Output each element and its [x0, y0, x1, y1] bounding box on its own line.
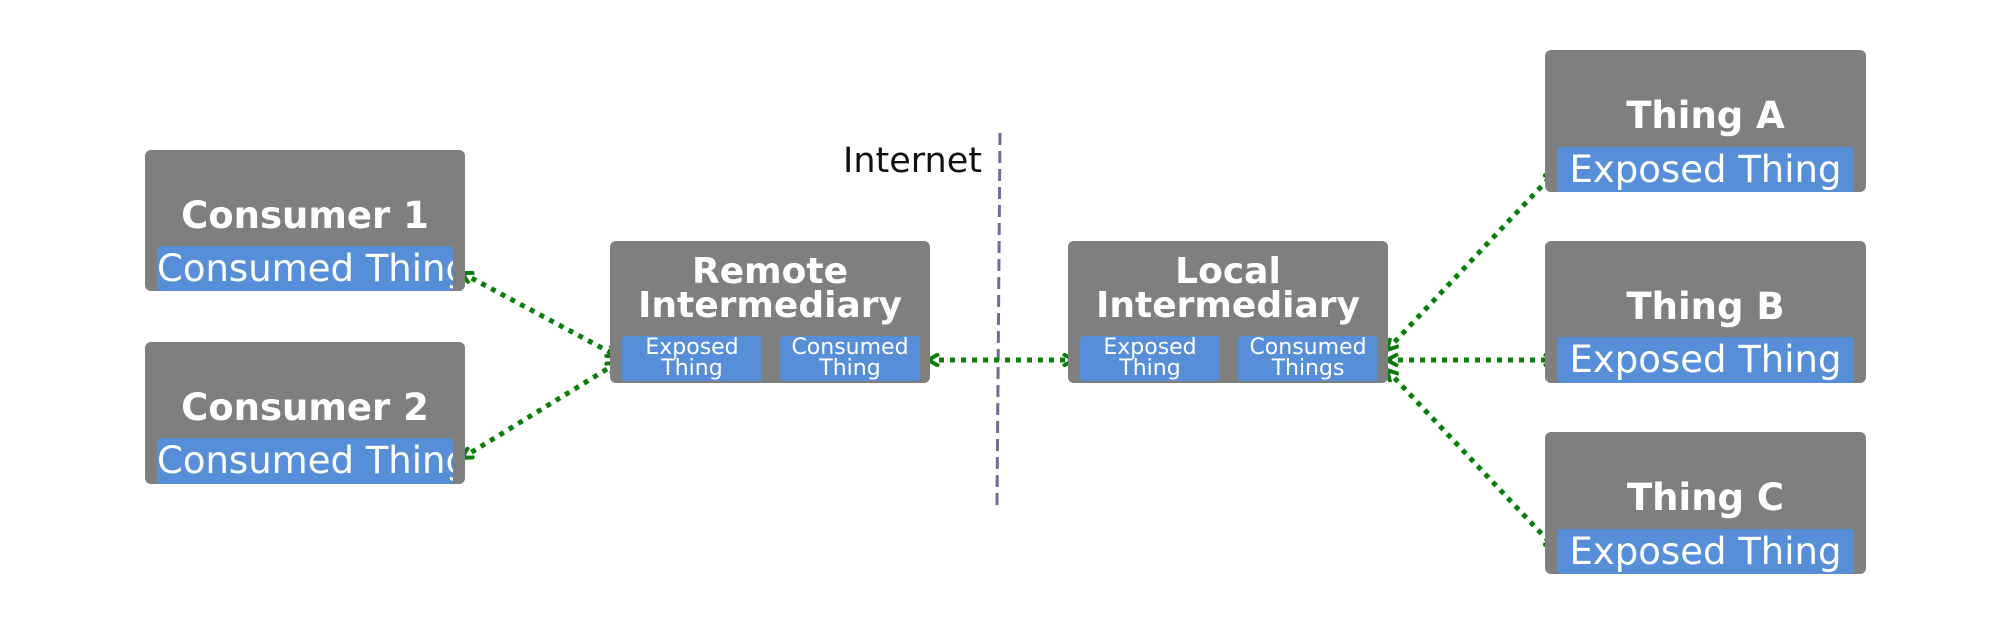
thing-b-exposed-thing-chip: Exposed Thing [1557, 337, 1854, 383]
remote-intermediary-title-line1: Remote [691, 251, 848, 292]
arrow-consumer2-remote [462, 363, 617, 458]
consumer-1-consumed-thing-chip: Consumed Thing [157, 246, 453, 291]
arrow-consumer1-remote [462, 270, 617, 359]
remote-consumed-thing-chip: Consumed Thing [780, 336, 920, 381]
remote-exposed-line2: Thing [661, 356, 723, 381]
local-intermediary-title: Local Intermediary [1068, 251, 1388, 326]
thing-a-title: Thing A [1626, 94, 1785, 137]
consumer-2-consumed-thing-chip: Consumed Thing [157, 438, 453, 484]
local-exposed-line2: Thing [1119, 356, 1181, 381]
internet-label: Internet [843, 141, 982, 181]
consumer-1-title: Consumer 1 [181, 194, 429, 237]
thing-b-box: Thing B Exposed Thing [1545, 241, 1866, 383]
internet-divider [995, 132, 1002, 506]
consumer-1-box: Consumer 1 Consumed Thing [145, 150, 465, 291]
thing-a-box: Thing A Exposed Thing [1545, 50, 1866, 192]
remote-consumed-line2: Thing [819, 356, 881, 381]
thing-c-exposed-thing-chip: Exposed Thing [1557, 529, 1854, 574]
remote-intermediary-title-line2: Intermediary [638, 285, 902, 326]
remote-consumed-line1: Consumed [791, 336, 909, 360]
local-consumed-things-chip: Consumed Things [1238, 336, 1378, 381]
local-exposed-thing-chip: Exposed Thing [1080, 336, 1220, 381]
local-consumed-line2: Things [1271, 356, 1345, 381]
local-intermediary-title-line2: Intermediary [1096, 285, 1360, 326]
local-consumed-line1: Consumed [1249, 336, 1367, 360]
local-exposed-line1: Exposed [1103, 336, 1197, 360]
thing-a-exposed-thing-chip: Exposed Thing [1557, 147, 1854, 192]
remote-intermediary-box: Remote Intermediary Exposed Thing Consum… [610, 241, 930, 383]
remote-exposed-line1: Exposed [645, 336, 739, 360]
arrow-local-thing-a [1387, 172, 1555, 350]
thing-b-title: Thing B [1626, 285, 1785, 328]
consumer-2-title: Consumer 2 [181, 386, 429, 429]
remote-intermediary-title: Remote Intermediary [610, 251, 930, 326]
remote-exposed-thing-chip: Exposed Thing [622, 336, 762, 381]
local-intermediary-title-line1: Local [1175, 251, 1281, 292]
thing-c-box: Thing C Exposed Thing [1545, 432, 1866, 574]
arrow-local-thing-c [1387, 370, 1555, 548]
local-intermediary-box: Local Intermediary Exposed Thing Consume… [1068, 241, 1388, 383]
consumer-2-box: Consumer 2 Consumed Thing [145, 342, 465, 484]
thing-c-title: Thing C [1626, 476, 1785, 519]
